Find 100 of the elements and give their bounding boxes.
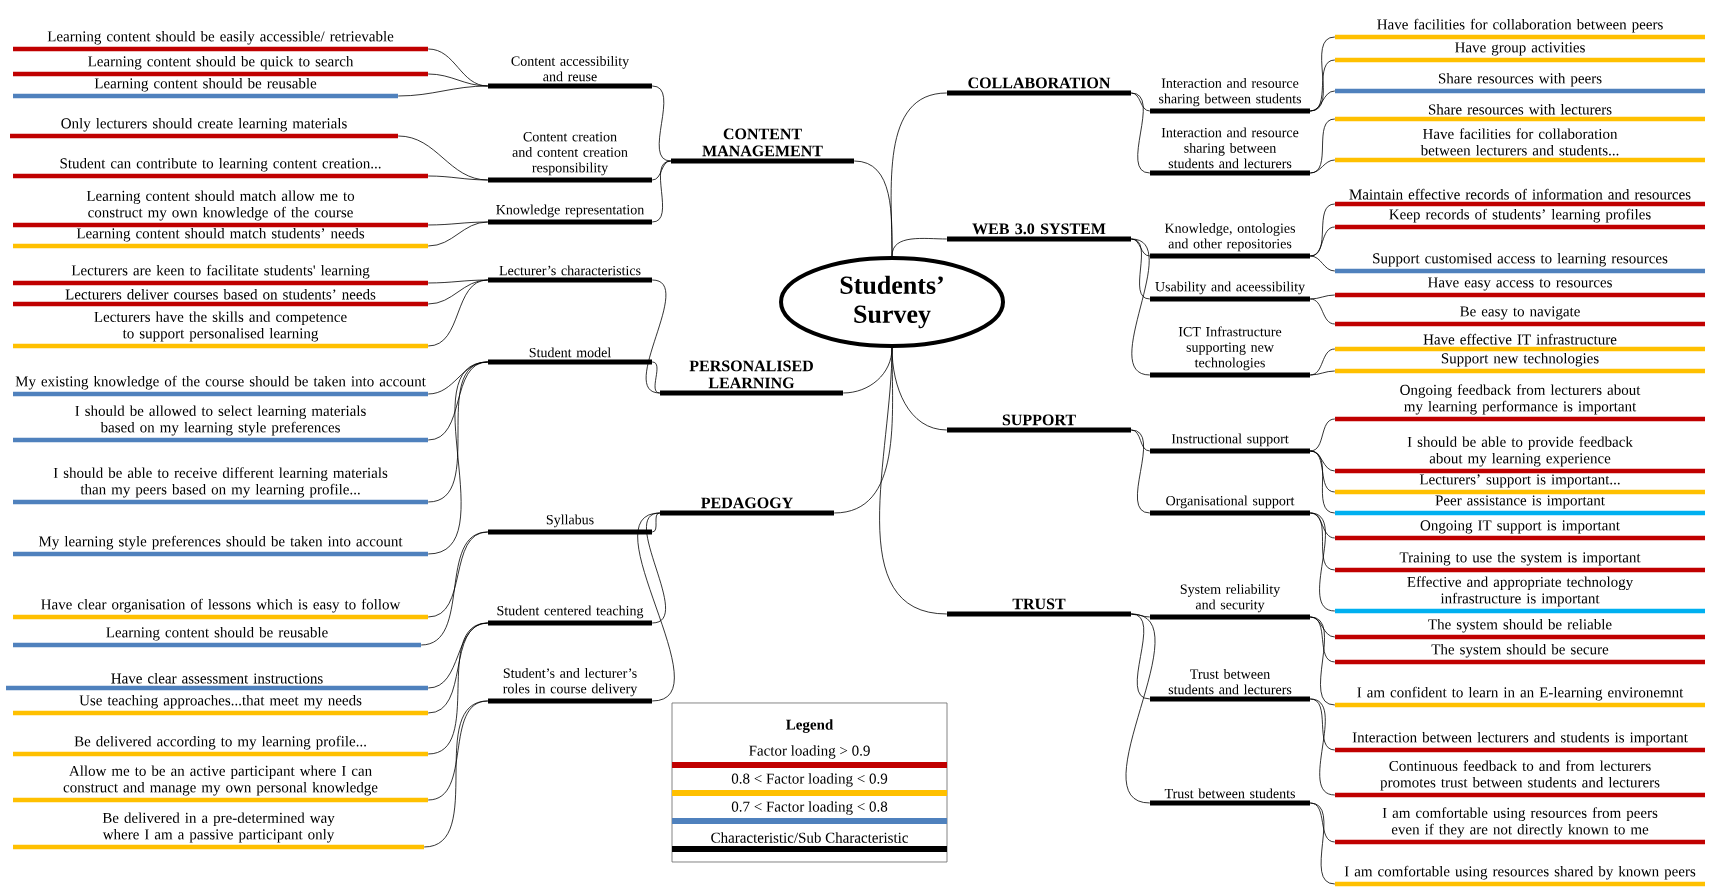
connector <box>651 160 672 181</box>
connector <box>427 622 489 755</box>
statement-label: Be delivered according to my learning profile... <box>13 735 428 757</box>
legend-title: Legend <box>786 719 834 733</box>
statement-label: Use teaching approaches...that meet my needs <box>13 694 428 716</box>
statement-label: I should be allowed to select learning materials based on my learning style preferences <box>13 405 428 443</box>
connector <box>427 361 489 555</box>
characteristic-heading: COLLABORATION <box>947 77 1131 96</box>
statement-label: Have facilities for collaboration between peers <box>1335 18 1705 40</box>
connector <box>423 700 489 848</box>
statement-label: Have group activities <box>1335 42 1705 63</box>
statement-label: Have easy access to resources <box>1335 277 1705 298</box>
statement-label: Have clear assessment instructions <box>6 673 428 691</box>
statement-label: Continuous feedback to and from lecturers promotes trust between students and lecturers <box>1335 760 1705 798</box>
statement-label: My learning style preferences should be taken into account <box>13 535 428 557</box>
connector <box>1309 294 1336 300</box>
connector <box>1309 255 1336 272</box>
statement-label: Only lecturers should create learning materials <box>10 117 398 139</box>
connector <box>879 347 948 615</box>
connector <box>651 85 672 162</box>
connector <box>1309 36 1336 112</box>
connector <box>1309 370 1336 376</box>
connector <box>1309 616 1336 706</box>
statement-label: Ongoing feedback from lecturers about my learning performance is important <box>1335 384 1705 422</box>
statement-label: Lecturers deliver courses based on students’ needs <box>13 289 428 307</box>
connector <box>646 512 666 624</box>
statement-label: Maintain effective records of information and resources <box>1335 188 1705 207</box>
statement-label: Peer assistance is important <box>1335 495 1705 516</box>
connector <box>651 361 661 394</box>
sub-characteristic-heading: Content accessibility and reuse <box>488 55 652 89</box>
statement-label: The system should be reliable <box>1335 618 1705 640</box>
statement-label: Effective and appropriate technology infrastructure is important <box>1335 576 1705 614</box>
connector <box>420 531 489 646</box>
statement-label: Be delivered in a pre-determined way where I am a passive participant only <box>13 812 424 850</box>
legend-label: Factor loading > 0.9 <box>749 745 870 759</box>
legend-label: 0.7 < Factor loading < 0.8 <box>731 801 888 815</box>
characteristic-heading: SUPPORT <box>947 414 1131 433</box>
connector <box>1309 226 1336 257</box>
connector <box>645 279 667 394</box>
statement-label: I should be able to provide feedback about my learning experience <box>1335 436 1705 474</box>
statement-label: Learning content should be reusable <box>13 77 398 99</box>
connector <box>427 175 489 181</box>
connector <box>1309 698 1336 796</box>
connector <box>651 160 672 223</box>
statement-label: Keep records of students’ learning profiles <box>1335 208 1705 230</box>
sub-characteristic-heading: Trust between students and lecturers <box>1150 668 1310 702</box>
sub-characteristic-heading: Usability and aceessibility <box>1150 281 1310 302</box>
statement-label: Lecturers are keen to facilitate students' learning <box>13 264 428 286</box>
connector <box>1309 802 1336 885</box>
statement-label: Learning content should be reusable <box>13 626 421 648</box>
sub-characteristic-heading: Lecturer’s characteristics <box>488 265 652 283</box>
sub-characteristic-heading: Student’s and lecturer’s roles in course delivery <box>488 668 652 704</box>
connector <box>1130 429 1151 514</box>
connector <box>427 221 489 247</box>
connector <box>1130 92 1151 174</box>
connector <box>1309 159 1336 174</box>
characteristic-heading: CONTENT MANAGEMENT <box>671 128 854 164</box>
characteristic-heading: PEDAGOGY <box>660 497 834 516</box>
sub-characteristic-heading: Trust between students <box>1150 788 1310 806</box>
sub-characteristic-heading: Organisational support <box>1150 495 1310 516</box>
connector <box>890 92 948 257</box>
statement-label: Lecturers’ support is important... <box>1335 474 1705 495</box>
statement-label: Support customised access to learning resources <box>1335 252 1705 274</box>
connector <box>651 512 661 533</box>
connector <box>1309 298 1336 325</box>
statement-label: Learning content should match students’ needs <box>13 227 428 249</box>
statement-label: Student can contribute to learning content creation... <box>13 157 428 179</box>
connector <box>1309 418 1336 452</box>
connector <box>397 85 489 97</box>
connector <box>1309 450 1336 472</box>
statement-label: Be easy to navigate <box>1335 306 1705 327</box>
connector <box>1309 90 1336 112</box>
connector <box>637 512 675 702</box>
statement-label: I am comfortable using resources shared by known peers <box>1335 865 1705 887</box>
sub-characteristic-heading: Syllabus <box>488 514 652 535</box>
statement-label: I should be able to receive different learning materials than my peers based on my learning profile... <box>13 467 428 505</box>
statement-label: Ongoing IT support is important <box>1335 520 1705 541</box>
statement-label: Training to use the system is important <box>1335 551 1705 573</box>
connector <box>1125 613 1156 804</box>
statement-label: Allow me to be an active participant where I can construct and manage my own personal knowledge <box>13 765 428 803</box>
connector <box>891 238 948 257</box>
connector <box>1130 238 1151 376</box>
legend-label: Characteristic/Sub Characteristic <box>711 832 908 843</box>
characteristic-heading: PERSONALISED LEARNING <box>660 360 843 396</box>
sub-characteristic-heading: Interaction and resource sharing between students <box>1150 78 1310 114</box>
statement-label: The system should be secure <box>1335 643 1705 665</box>
statement-label: Lecturers have the skills and competence to support personalised learning <box>13 311 428 349</box>
statement-label: Have effective IT infrastructure <box>1335 333 1705 352</box>
statement-label: I am confident to learn in an E-learning environemnt <box>1335 686 1705 708</box>
characteristic-heading: WEB 3.0 SYSTEM <box>947 223 1131 242</box>
statement-label: Interaction between lecturers and students is important <box>1335 731 1705 753</box>
sub-characteristic-heading: Student model <box>488 347 652 365</box>
sub-characteristic-heading: Student centered teaching <box>488 605 652 626</box>
statement-label: Share resources with peers <box>1335 72 1705 94</box>
legend-label: 0.8 < Factor loading < 0.9 <box>731 773 888 787</box>
connector <box>1130 613 1151 700</box>
sub-characteristic-heading: System reliability and security <box>1150 584 1310 620</box>
sub-characteristic-heading: Content creation and content creation responsibility <box>488 132 652 183</box>
statement-label: Learning content should match allow me to construct my own knowledge of the course <box>13 190 428 228</box>
characteristic-heading: TRUST <box>947 598 1131 617</box>
